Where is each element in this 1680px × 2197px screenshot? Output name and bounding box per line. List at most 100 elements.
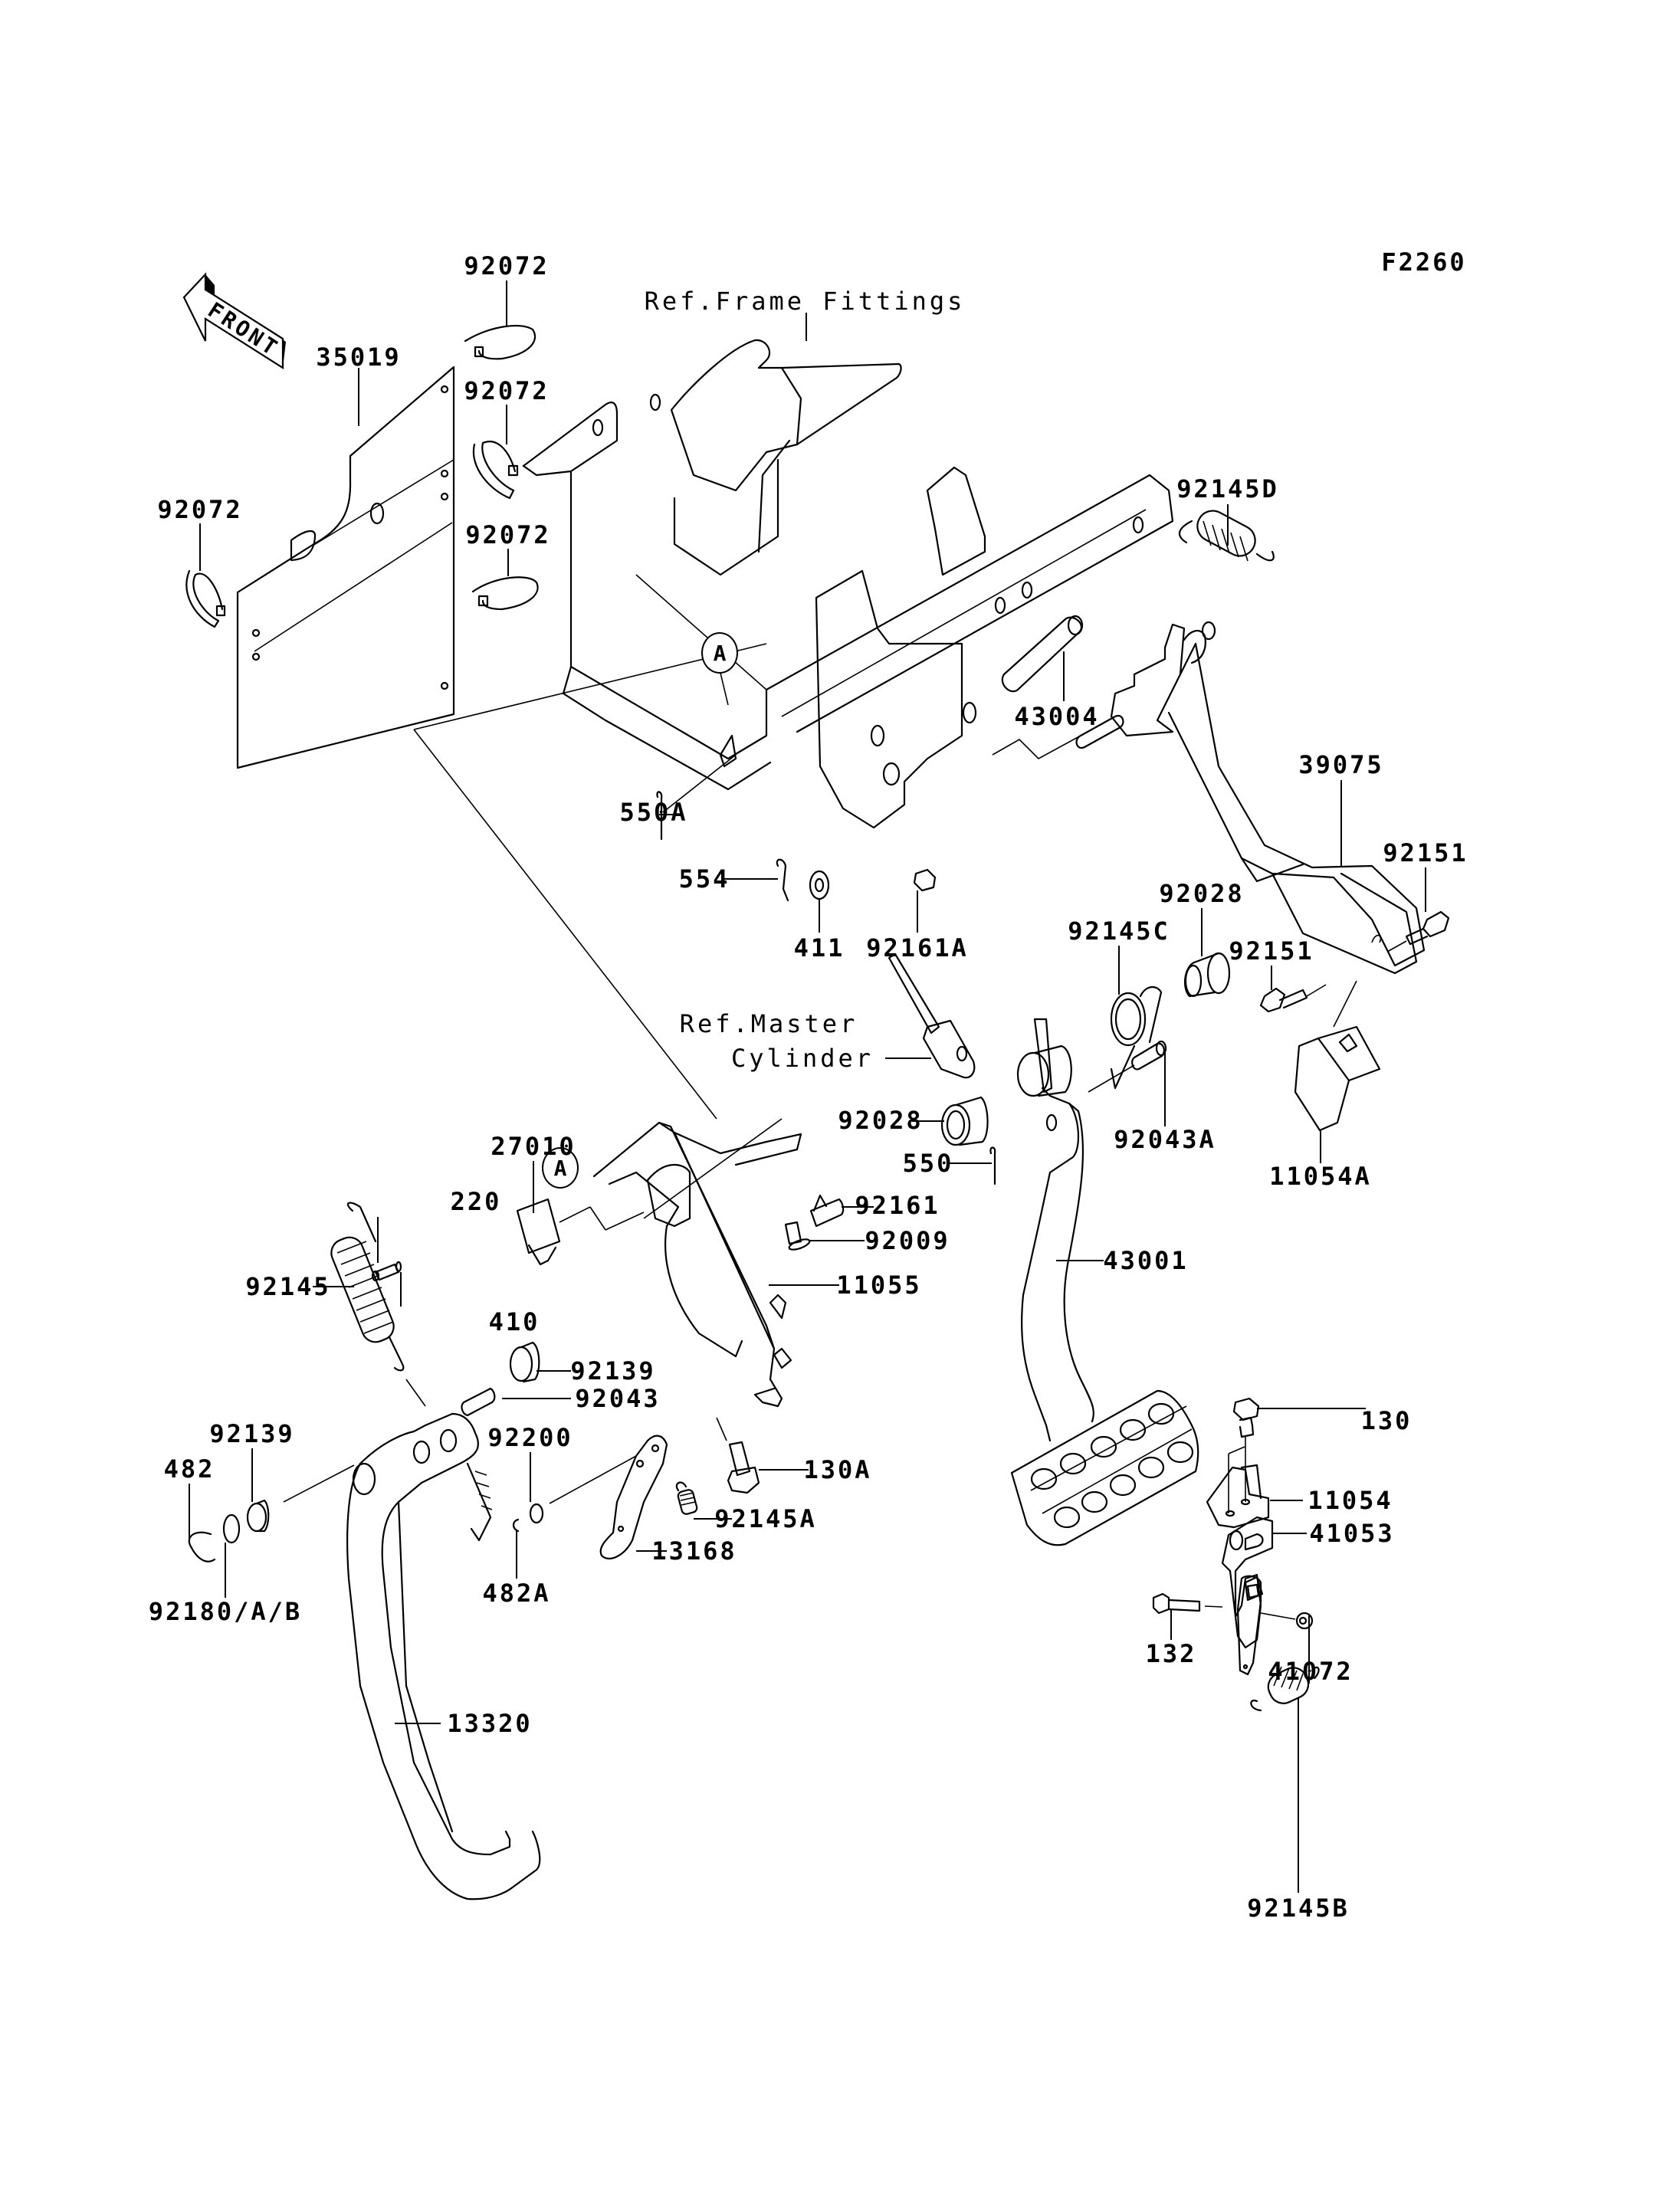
connection-marker-a-upper: A (701, 632, 738, 674)
part-label[interactable]: 92072 (157, 495, 243, 524)
spring-92145D (1179, 510, 1275, 562)
part-label[interactable]: 11054 (1308, 1486, 1393, 1515)
ref-master-cylinder-label-2: Cylinder (730, 1044, 874, 1073)
nut-41072 (1295, 1612, 1314, 1630)
cable-tie-92072-d (185, 569, 226, 628)
bracket-11054 (1206, 1464, 1270, 1529)
ref-frame-fittings-label: Ref.Frame Fittings (644, 287, 966, 316)
part-label[interactable]: 13320 (447, 1709, 533, 1738)
spring-92145B (1250, 1666, 1320, 1712)
part-label[interactable]: 92161 (855, 1191, 940, 1220)
part-label[interactable]: 92072 (465, 520, 551, 549)
panel-35019 (236, 366, 455, 769)
part-label[interactable]: 27010 (491, 1132, 576, 1161)
part-label[interactable]: 39075 (1298, 750, 1384, 779)
part-label[interactable]: 92139 (570, 1356, 656, 1385)
part-label[interactable]: 92180/A/B (148, 1597, 303, 1626)
part-label[interactable]: 92072 (464, 376, 550, 405)
clip-554 (776, 858, 789, 902)
bolt-130A (727, 1441, 760, 1494)
part-label[interactable]: 92200 (487, 1423, 573, 1452)
bolt-92151-b (1259, 987, 1308, 1013)
part-label[interactable]: 92028 (838, 1106, 924, 1135)
part-label[interactable]: 482 (163, 1454, 215, 1484)
part-label[interactable]: 92072 (464, 251, 550, 280)
bracket-11054A (1294, 1025, 1381, 1132)
lever-41053 (1221, 1516, 1274, 1649)
part-label[interactable]: 92151 (1383, 838, 1468, 867)
leader-a-long (413, 729, 717, 1120)
bracket-11055 (592, 1118, 802, 1408)
cotter-pin-550 (989, 1146, 996, 1185)
part-label[interactable]: 41072 (1268, 1657, 1354, 1686)
pedal-13320 (346, 1412, 541, 1900)
part-label[interactable]: 554 (678, 864, 730, 894)
bolt-130 (1232, 1397, 1260, 1438)
washer-92200 (529, 1503, 544, 1524)
front-arrow-icon (182, 272, 286, 369)
pin-92043A (1131, 1040, 1167, 1071)
spring-92145A (675, 1481, 698, 1515)
part-label[interactable]: 35019 (316, 343, 402, 372)
switch-27010 (516, 1198, 645, 1266)
part-label[interactable]: 130 (1360, 1406, 1413, 1435)
bumper-92161 (809, 1194, 845, 1228)
spring-92145 (330, 1202, 405, 1372)
pedal-43001 (1010, 1018, 1199, 1546)
spring-92145C (1110, 986, 1163, 1090)
part-label[interactable]: 92145B (1247, 1894, 1350, 1923)
cable-tie-92072-b (472, 441, 519, 500)
ref-master-cylinder-label-1: Ref.Master (679, 1009, 858, 1038)
part-label[interactable]: 43001 (1103, 1246, 1189, 1275)
connection-marker-a-lower: A (542, 1147, 579, 1189)
nut-92161A (913, 868, 937, 892)
washer-92180 (222, 1513, 241, 1544)
bushing-92028-b (940, 1096, 989, 1146)
part-label[interactable]: 130A (803, 1455, 872, 1484)
part-label[interactable]: 13168 (651, 1536, 737, 1566)
screw-92009 (784, 1221, 811, 1251)
part-label[interactable]: 43004 (1014, 702, 1100, 731)
bushing-92139-b (246, 1499, 270, 1533)
cable-tie-92072-c (471, 576, 539, 611)
screw-220 (371, 1263, 400, 1282)
part-label[interactable]: 92145A (714, 1504, 817, 1533)
part-label[interactable]: 550 (902, 1149, 954, 1178)
part-label[interactable]: 410 (488, 1307, 540, 1336)
part-label[interactable]: 11054A (1269, 1162, 1372, 1191)
part-label[interactable]: 92161A (866, 933, 969, 962)
part-label[interactable]: 411 (793, 933, 845, 962)
part-label[interactable]: 220 (450, 1187, 502, 1216)
part-label[interactable]: 482A (482, 1579, 551, 1608)
pin-43004 (1001, 615, 1124, 749)
washer-411 (809, 870, 830, 900)
bolt-92151-a (1405, 910, 1450, 946)
part-label[interactable]: 92145 (245, 1272, 331, 1301)
frame-assembly (522, 339, 1174, 829)
part-label[interactable]: 132 (1145, 1639, 1197, 1668)
cotter-pin-550A (656, 791, 663, 841)
part-label[interactable]: 92145D (1176, 474, 1279, 503)
part-label[interactable]: 92043 (575, 1384, 661, 1413)
clip-482A (512, 1518, 520, 1533)
master-cylinder-clevis (888, 953, 976, 1079)
part-label[interactable]: 92145C (1068, 917, 1170, 946)
figure-id: F2260 (1381, 248, 1467, 277)
part-label[interactable]: 41053 (1309, 1519, 1395, 1548)
part-label[interactable]: 550A (619, 798, 688, 827)
bushing-92139-a (509, 1341, 540, 1383)
pedal-arm-39075 (1167, 642, 1426, 975)
part-label[interactable]: 92043A (1114, 1125, 1216, 1154)
bolt-132 (1152, 1592, 1201, 1615)
washer-410 (395, 1261, 402, 1273)
part-label[interactable]: 92139 (209, 1419, 295, 1448)
cable-tie-92072-a (464, 324, 536, 360)
part-label[interactable]: 11055 (836, 1271, 922, 1300)
lever-arm-41053 (1236, 1575, 1262, 1676)
part-label[interactable]: 92151 (1229, 936, 1314, 966)
part-label[interactable]: 92028 (1159, 879, 1245, 908)
lever-13168 (599, 1435, 668, 1560)
part-label[interactable]: 92009 (865, 1226, 950, 1255)
pedal-pad-holes (1030, 1402, 1194, 1529)
